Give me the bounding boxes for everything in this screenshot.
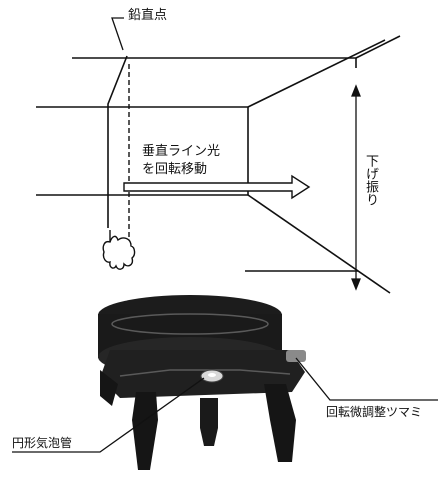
rotate-move-label: を回転移動 bbox=[142, 162, 208, 177]
laser-line bbox=[107, 55, 128, 228]
plumb-leader bbox=[111, 17, 124, 51]
bubble-leader bbox=[12, 377, 205, 453]
double-arrow-icon bbox=[351, 84, 361, 291]
fine-rotation-knob-label: 回転微調整ツマミ bbox=[326, 405, 423, 419]
knob-leader bbox=[295, 357, 438, 401]
plumb-bob-label: 下げ振り bbox=[363, 154, 378, 206]
right-arrow-icon bbox=[123, 174, 311, 200]
plumb-bob-hand-icon bbox=[102, 230, 136, 270]
laser-device-image bbox=[98, 295, 306, 470]
bubble-vial-label: 円形気泡管 bbox=[12, 436, 73, 450]
room-lines bbox=[36, 35, 401, 294]
vertical-line-label: 垂直ライン光 bbox=[142, 144, 221, 159]
plumb-point-label: 鉛直点 bbox=[128, 8, 168, 23]
